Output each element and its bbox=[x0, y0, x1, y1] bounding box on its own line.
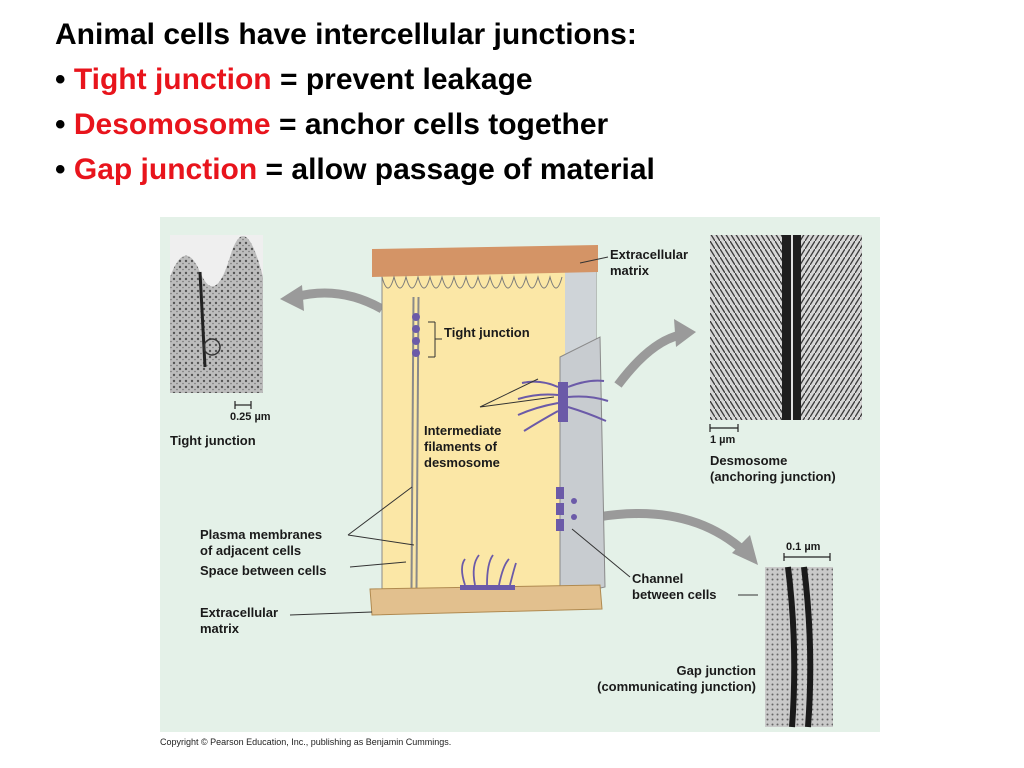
scale-bar-desmosome bbox=[709, 424, 739, 432]
bullet-term: Tight junction bbox=[73, 63, 272, 96]
label-extracellular-matrix-top: Extracellular matrix bbox=[610, 247, 689, 278]
junction-diagram-svg bbox=[170, 235, 862, 728]
leader-lines bbox=[289, 256, 758, 616]
bullet-term: Gap junction bbox=[73, 153, 258, 186]
scale-label-tight: 0.25 µm bbox=[230, 411, 271, 423]
caption-tight-junction: Tight junction bbox=[170, 433, 256, 448]
tight-junction-proteins bbox=[412, 313, 420, 357]
label-tight-junction: Tight junction bbox=[444, 325, 530, 340]
arrow-to-desmosome-micrograph bbox=[614, 319, 696, 388]
junction-figure: Extracellular matrix Tight junction Inte… bbox=[160, 217, 880, 732]
micrograph-desmosome bbox=[710, 235, 862, 420]
copyright-notice: Copyright © Pearson Education, Inc., pub… bbox=[160, 737, 452, 747]
label-space-between-cells: Space between cells bbox=[200, 563, 327, 578]
bullet-marker: • bbox=[55, 63, 66, 96]
bullet-desmosome: • Desomosome = anchor cells together bbox=[55, 102, 1015, 147]
caption-gap-junction: Gap junction (communicating junction) bbox=[597, 663, 756, 694]
bullet-separator: = bbox=[265, 153, 284, 186]
bullet-description: anchor cells together bbox=[304, 108, 609, 141]
scale-bar-gap bbox=[783, 553, 831, 561]
label-intermediate-filaments: Intermediate filaments of desmosome bbox=[424, 423, 502, 470]
scale-label-desmosome: 1 µm bbox=[710, 434, 736, 446]
gap-junction-channels bbox=[556, 487, 577, 531]
label-channel-between-cells: Channel between cells bbox=[632, 571, 717, 602]
bullet-description: allow passage of material bbox=[291, 153, 655, 186]
micrograph-tight-junction bbox=[170, 235, 263, 393]
scale-label-gap: 0.1 µm bbox=[786, 541, 821, 553]
bullet-description: prevent leakage bbox=[305, 63, 533, 96]
scale-bar-tight bbox=[234, 401, 252, 409]
bullet-separator: = bbox=[278, 108, 297, 141]
label-plasma-membranes: Plasma membranes of adjacent cells bbox=[200, 527, 323, 558]
bullet-term: Desomosome bbox=[73, 108, 271, 141]
caption-desmosome: Desmosome (anchoring junction) bbox=[710, 453, 836, 484]
hemidesmosome bbox=[460, 554, 517, 590]
slide-title: Animal cells have intercellular junction… bbox=[55, 18, 637, 51]
bullet-separator: = bbox=[279, 63, 298, 96]
bullet-tight-junction: • Tight junction = prevent leakage bbox=[55, 57, 1015, 102]
label-extracellular-matrix-bottom: Extracellular matrix bbox=[200, 605, 279, 636]
slide-heading: Animal cells have intercellular junction… bbox=[55, 12, 1015, 192]
arrow-to-gap-micrograph bbox=[597, 509, 758, 565]
desmosome-plaque bbox=[517, 379, 609, 432]
bullet-marker: • bbox=[55, 153, 66, 186]
bullet-gap-junction: • Gap junction = allow passage of materi… bbox=[55, 147, 1015, 192]
arrow-to-tight-micrograph bbox=[280, 285, 385, 313]
micrograph-gap-junction bbox=[765, 566, 833, 728]
bullet-marker: • bbox=[55, 108, 66, 141]
